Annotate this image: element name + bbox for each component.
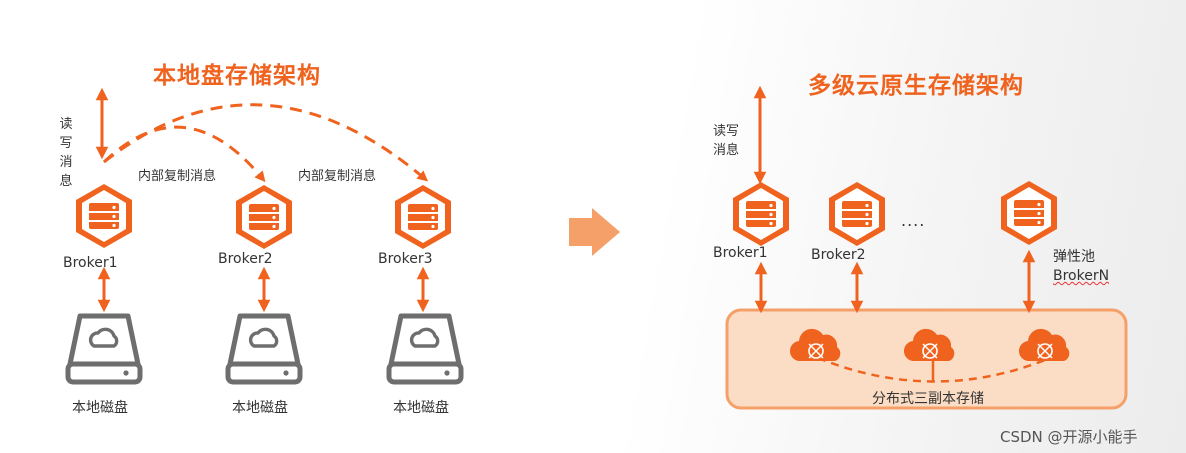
right-title: 多级云原生存储架构 — [808, 73, 1024, 99]
replication-arc-2 — [103, 103, 429, 182]
left-title: 本地盘存储架构 — [153, 63, 321, 89]
disk3-label: 本地磁盘 — [393, 400, 449, 416]
replication-label-2: 内部复制消息 — [298, 169, 377, 184]
broker3-label: Broker3 — [378, 251, 433, 267]
right-broker2-label: Broker2 — [811, 247, 866, 263]
broker1-label: Broker1 — [63, 255, 118, 271]
left-rw-label: 读 写 消 息 — [58, 115, 74, 191]
broker3-icon — [394, 184, 452, 250]
right-rw-line1: 读写 — [713, 124, 740, 139]
transition-arrow-icon — [569, 208, 620, 256]
disk2-label: 本地磁盘 — [232, 400, 288, 416]
right-broker1-icon — [732, 181, 790, 247]
broker1-icon — [75, 183, 133, 249]
replication-label-1: 内部复制消息 — [138, 169, 217, 184]
right-rw-label: 读写 消息 — [713, 122, 739, 160]
elastic-pool-line1: 弹性池 — [1053, 249, 1095, 265]
storage-label: 分布式三副本存储 — [872, 391, 984, 407]
watermark: CSDN @开源小能手 — [1000, 428, 1138, 446]
left-rw-char: 写 — [59, 136, 73, 151]
disk1-icon — [68, 316, 140, 382]
broker2-label: Broker2 — [218, 251, 273, 267]
elastic-pool-label: 弹性池 BrokerN — [1053, 248, 1109, 286]
right-rw-line2: 消息 — [713, 143, 740, 158]
disk1-label: 本地磁盘 — [72, 400, 128, 416]
right-brokerN-icon — [1000, 180, 1058, 246]
disk2-icon — [228, 316, 300, 382]
broker-ellipsis: .... — [901, 211, 926, 230]
broker2-icon — [235, 184, 293, 250]
replica-ring — [817, 356, 1051, 383]
elastic-pool-line2: BrokerN — [1053, 268, 1110, 284]
left-rw-char: 读 — [59, 117, 73, 132]
left-rw-char: 消 — [59, 155, 73, 170]
disk3-icon — [389, 316, 461, 382]
left-rw-char: 息 — [59, 174, 73, 189]
right-broker1-label: Broker1 — [713, 245, 768, 261]
right-broker2-icon — [828, 181, 886, 247]
